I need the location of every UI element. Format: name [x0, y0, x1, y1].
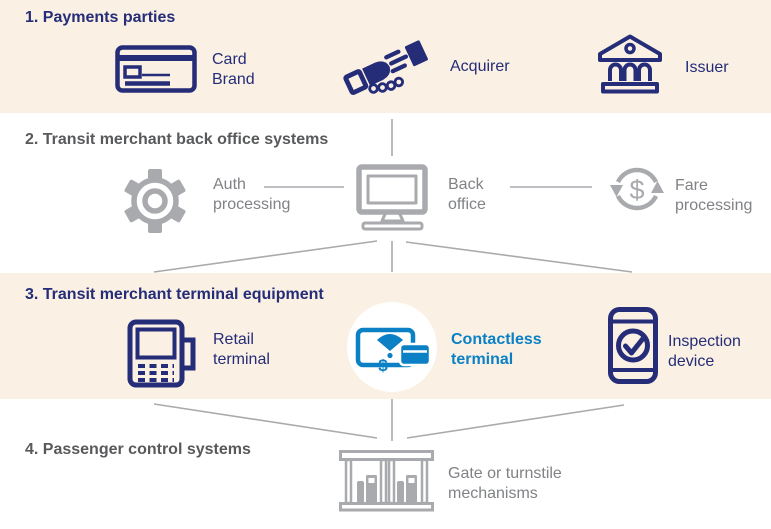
phone-check-icon	[608, 307, 658, 384]
contactless-card-icon: $	[347, 302, 437, 392]
gate-turnstile-label: Gate or turnstile mechanisms	[448, 465, 562, 502]
section-title-passenger-control: 4. Passenger control systems	[25, 441, 251, 458]
inspection-device-label: Inspection device	[668, 333, 741, 370]
section-title-terminal-equipment: 3. Transit merchant terminal equipment	[25, 286, 324, 303]
retail-terminal-label: Retail terminal	[213, 331, 270, 368]
gear-icon	[121, 164, 189, 237]
acquirer-label: Acquirer	[450, 58, 510, 75]
card-brand-label: Card Brand	[212, 51, 255, 88]
currency-cycle-icon: $	[608, 156, 666, 224]
auth-processing-label: Auth processing	[213, 176, 291, 213]
svg-text:$: $	[378, 356, 388, 375]
section-title-payments-parties: 1. Payments parties	[25, 9, 176, 26]
contactless-terminal-label: Contactless terminal	[451, 331, 542, 368]
pos-terminal-icon	[127, 319, 197, 388]
back-office-label: Back office	[448, 176, 486, 213]
svg-text:$: $	[629, 175, 644, 205]
card-icon	[115, 45, 197, 93]
handshake-icon	[343, 28, 429, 108]
computer-icon	[356, 164, 429, 231]
section-title-back-office: 2. Transit merchant back office systems	[25, 131, 329, 148]
turnstile-gate-icon	[339, 450, 434, 512]
issuer-label: Issuer	[685, 59, 729, 76]
fare-processing-label: Fare processing	[675, 177, 753, 214]
bank-icon	[596, 32, 664, 96]
